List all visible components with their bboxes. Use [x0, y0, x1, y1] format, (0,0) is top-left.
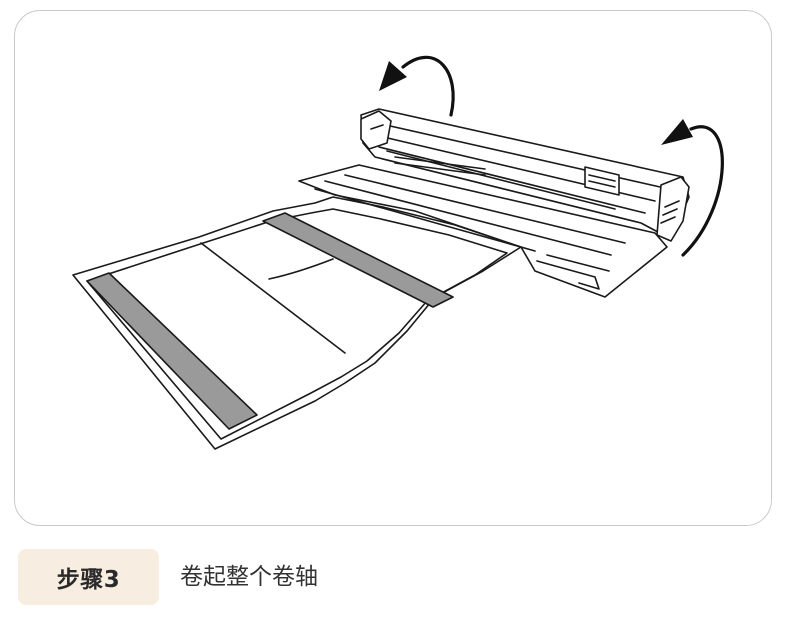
- gray-stripe-left: [86, 272, 258, 430]
- unrolled-sheet: [72, 196, 522, 450]
- gray-stripe-right: [262, 212, 454, 308]
- step-description: 卷起整个卷轴: [180, 564, 318, 590]
- roller-device: [298, 108, 690, 298]
- rotate-arrow-icon-left: [379, 55, 455, 117]
- step-badge-label: 步骤3: [56, 567, 121, 593]
- illustration-card: [14, 10, 772, 526]
- rotate-arrow-icon-right: [661, 119, 724, 257]
- step-badge: 步骤3: [18, 549, 159, 605]
- rolling-mat-illustration: [72, 55, 724, 450]
